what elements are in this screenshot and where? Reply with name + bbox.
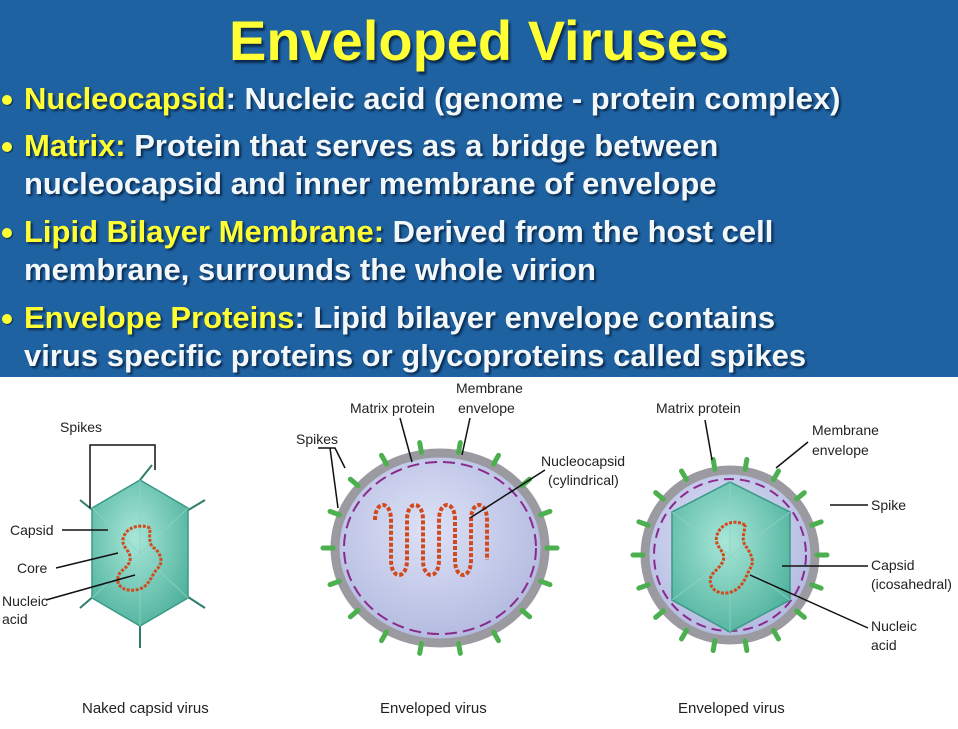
label-matrix-protein: Matrix protein	[350, 400, 435, 416]
bullet-text: : Lipid bilayer envelope contains	[294, 300, 775, 335]
label-spikes: Spikes	[296, 431, 338, 447]
caption-enveloped-virus-1: Enveloped virus	[380, 700, 487, 717]
spike-mark	[639, 585, 648, 588]
spike-mark	[459, 443, 461, 453]
spike-mark	[350, 610, 358, 616]
virus-structure-figure: Spikes Capsid Core Nucleic acid Naked ca…	[0, 377, 958, 724]
spike-mark	[656, 493, 664, 499]
slide-header: Enveloped Viruses Nucleocapsid: Nucleic …	[0, 0, 958, 377]
spike-mark	[656, 611, 664, 617]
bullet-text-line2: virus specific proteins or glycoproteins…	[24, 338, 806, 373]
spike-mark	[713, 641, 715, 651]
spike-mark	[682, 630, 687, 639]
spike-mark	[420, 644, 422, 654]
bullet-text: : Nucleic acid (genome - protein complex…	[226, 81, 841, 116]
bullet-text-line2: membrane, surrounds the whole virion	[24, 252, 596, 287]
label-capsid: Capsid	[10, 522, 54, 538]
spike-mark	[682, 471, 687, 480]
spike-mark	[494, 632, 499, 641]
label-matrix-protein: Matrix protein	[656, 400, 741, 416]
label-nucleic: Nucleic	[2, 593, 48, 609]
spike-mark	[774, 471, 779, 480]
bullet-envelope-proteins: Envelope Proteins: Lipid bilayer envelop…	[24, 299, 806, 375]
bullet-dot-icon	[2, 228, 12, 238]
bullet-dot-icon	[2, 142, 12, 152]
spike-mark	[330, 581, 339, 584]
bullet-dot-icon	[2, 95, 12, 105]
bullet-nucleocapsid: Nucleocapsid: Nucleic acid (genome - pro…	[24, 80, 841, 118]
spike-mark	[812, 522, 821, 525]
label-cylindrical: (cylindrical)	[548, 472, 619, 488]
spike-mark	[639, 522, 648, 525]
spike-mark	[797, 611, 805, 617]
label-icosahedral: (icosahedral)	[871, 576, 952, 592]
label-acid: acid	[2, 611, 28, 627]
bullet-term: Matrix:	[24, 128, 126, 163]
label-envelope: envelope	[458, 400, 515, 416]
bullet-term: Envelope Proteins	[24, 300, 294, 335]
slide-title: Enveloped Viruses	[0, 4, 958, 78]
label-acid: acid	[871, 637, 897, 653]
spike-mark	[382, 455, 387, 464]
spike-mark	[382, 632, 387, 641]
bullet-matrix: Matrix: Protein that serves as a bridge …	[24, 127, 718, 203]
label-envelope: envelope	[812, 442, 869, 458]
spike-mark	[541, 581, 550, 584]
label-spikes: Spikes	[60, 419, 102, 435]
bullet-text: Protein that serves as a bridge between	[126, 128, 719, 163]
spike-mark	[330, 511, 339, 514]
label-spike: Spike	[871, 497, 906, 513]
icosahedral-capsid	[672, 482, 790, 632]
caption-naked-capsid: Naked capsid virus	[82, 700, 209, 717]
enveloped-virus-cylindrical-diagram: Membrane envelope Matrix protein Spikes …	[296, 380, 625, 717]
spike-mark	[713, 459, 715, 469]
naked-capsid-virus-diagram: Spikes Capsid Core Nucleic acid Naked ca…	[2, 419, 209, 717]
label-capsid: Capsid	[871, 557, 915, 573]
lipid-membrane	[335, 453, 545, 643]
spike-mark	[812, 585, 821, 588]
bullet-text-line2: nucleocapsid and inner membrane of envel…	[24, 166, 717, 201]
spike-mark	[745, 459, 747, 469]
spike-mark	[797, 493, 805, 499]
spike-mark	[459, 644, 461, 654]
spike-mark	[494, 455, 499, 464]
spike-mark	[522, 610, 530, 616]
caption-enveloped-virus-2: Enveloped virus	[678, 700, 785, 717]
spike-mark	[350, 479, 358, 485]
spike-mark	[420, 443, 422, 453]
label-nucleic: Nucleic	[871, 618, 917, 634]
label-membrane: Membrane	[812, 422, 879, 438]
spike-mark	[774, 630, 779, 639]
bullet-lipid-bilayer: Lipid Bilayer Membrane: Derived from the…	[24, 213, 773, 289]
bullet-term: Lipid Bilayer Membrane:	[24, 214, 384, 249]
bullet-dot-icon	[2, 314, 12, 324]
enveloped-virus-icosahedral-diagram: Matrix protein Membrane envelope Spike C…	[633, 400, 952, 717]
label-nucleocapsid: Nucleocapsid	[541, 453, 625, 469]
spike-mark	[541, 511, 550, 514]
bullet-term: Nucleocapsid	[24, 81, 226, 116]
bullet-text: Derived from the host cell	[384, 214, 773, 249]
label-membrane: Membrane	[456, 380, 523, 396]
spike-mark	[745, 641, 747, 651]
label-core: Core	[17, 560, 48, 576]
